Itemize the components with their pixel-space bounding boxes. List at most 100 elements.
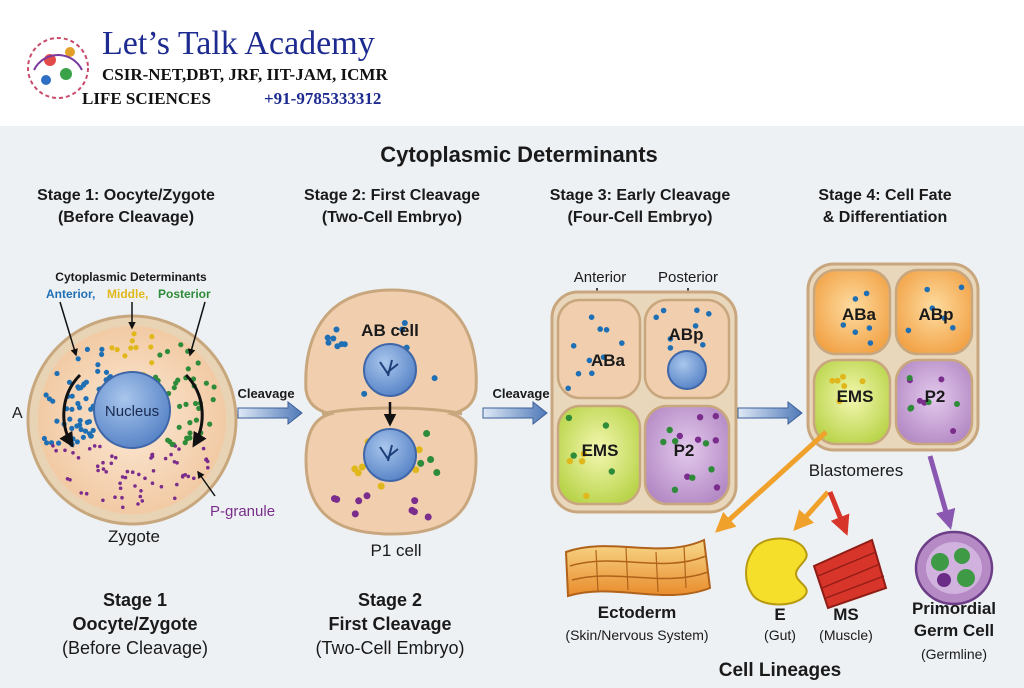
granule [121,505,125,510]
muscle-arrow [827,491,850,536]
granule [75,356,81,362]
granule [589,370,595,377]
gut-cell [745,537,808,606]
granule [859,378,866,385]
p2-cell [643,404,731,506]
granule [424,513,432,521]
p1-cell-label: P1 cell [370,541,421,560]
pgranule-pointer [197,470,216,497]
pgc-label-2: Germ Cell [914,621,994,640]
granule [692,323,699,329]
stage4-abp-cell [894,268,974,356]
granule [334,343,341,350]
granule [907,405,914,412]
granule [137,472,141,477]
stage4-aba-cell [812,268,892,356]
granule [63,448,67,453]
granule [905,327,912,334]
granule [916,397,923,404]
granule [181,473,185,478]
nucleus-label: Nucleus [105,403,159,420]
granule [211,384,217,390]
granule [113,455,118,460]
granule [84,491,89,496]
stage4-abp-label: ABp [919,305,954,324]
stage3-abp-label: ABp [669,325,704,344]
granule [69,425,75,431]
stage4-aba-label: ABa [842,305,877,324]
granule [80,434,86,440]
granule [95,464,100,469]
granule [118,486,123,491]
granule [941,315,948,321]
granule [203,380,209,386]
granule [852,296,859,302]
granule [118,481,122,486]
granule [866,325,873,331]
stage4-embryo [806,262,980,452]
granule [138,494,143,499]
granule [178,342,184,348]
granule [355,497,363,505]
granule [76,456,81,460]
granule [123,475,128,480]
stage3-aba-label: ABa [591,351,626,370]
granule [906,375,913,381]
granule [415,446,423,454]
stage4-granules [829,284,965,434]
granule [101,467,106,471]
granule [114,347,120,353]
stage2-subheading: (Two-Cell Embryo) [322,209,462,226]
granule [586,357,593,364]
granule [101,460,105,465]
granule [54,418,60,424]
stage3-anterior-label: Anterior [574,269,627,286]
zygote-label: Zygote [108,527,160,546]
granule [82,428,89,434]
ms-label: MS [833,605,859,624]
stage2-caption-name: First Cleavage [328,614,451,634]
granule [184,435,190,441]
granule [68,478,72,482]
stage3-ems-label: EMS [582,441,619,460]
germline-arrow [927,455,956,530]
stage3-heading: Stage 3: Early Cleavage [550,187,731,204]
granule [120,475,125,479]
ectoderm-sublabel: (Skin/Nervous System) [565,627,708,643]
granule [566,457,573,465]
cleavage-label-2: Cleavage [492,386,549,401]
granule [840,373,846,380]
granule [696,414,704,421]
granule [74,423,80,429]
granule [133,484,137,488]
granule [411,497,419,505]
granule [706,311,712,317]
side-letter: A [12,405,23,422]
granule [602,422,610,429]
granule [193,417,199,423]
granule [120,495,124,500]
granule [341,341,348,348]
granule [333,326,340,333]
stage1-caption-sub: (Before Cleavage) [62,638,208,658]
exam-list: CSIR-NET,DBT, JRF, IIT-JAM, ICMR [102,65,388,84]
granule [702,440,710,447]
granule [84,419,90,425]
anterior-pointer [59,301,78,357]
progression-arrow-3 [737,400,803,426]
e-sublabel: (Gut) [764,627,796,643]
granule [427,456,435,463]
granule [667,336,674,342]
granule [712,437,719,444]
granule [171,385,177,391]
granule [950,428,957,434]
determinants-label: Cytoplasmic Determinants [55,270,207,284]
granule [834,377,841,384]
granule [150,453,154,457]
granule [358,463,366,471]
granule [565,414,573,422]
granule [128,345,134,351]
stage1-heading: Stage 1: Oocyte/Zygote [37,187,215,204]
ab-cell-label: AB cell [361,321,419,340]
granule [88,433,94,439]
